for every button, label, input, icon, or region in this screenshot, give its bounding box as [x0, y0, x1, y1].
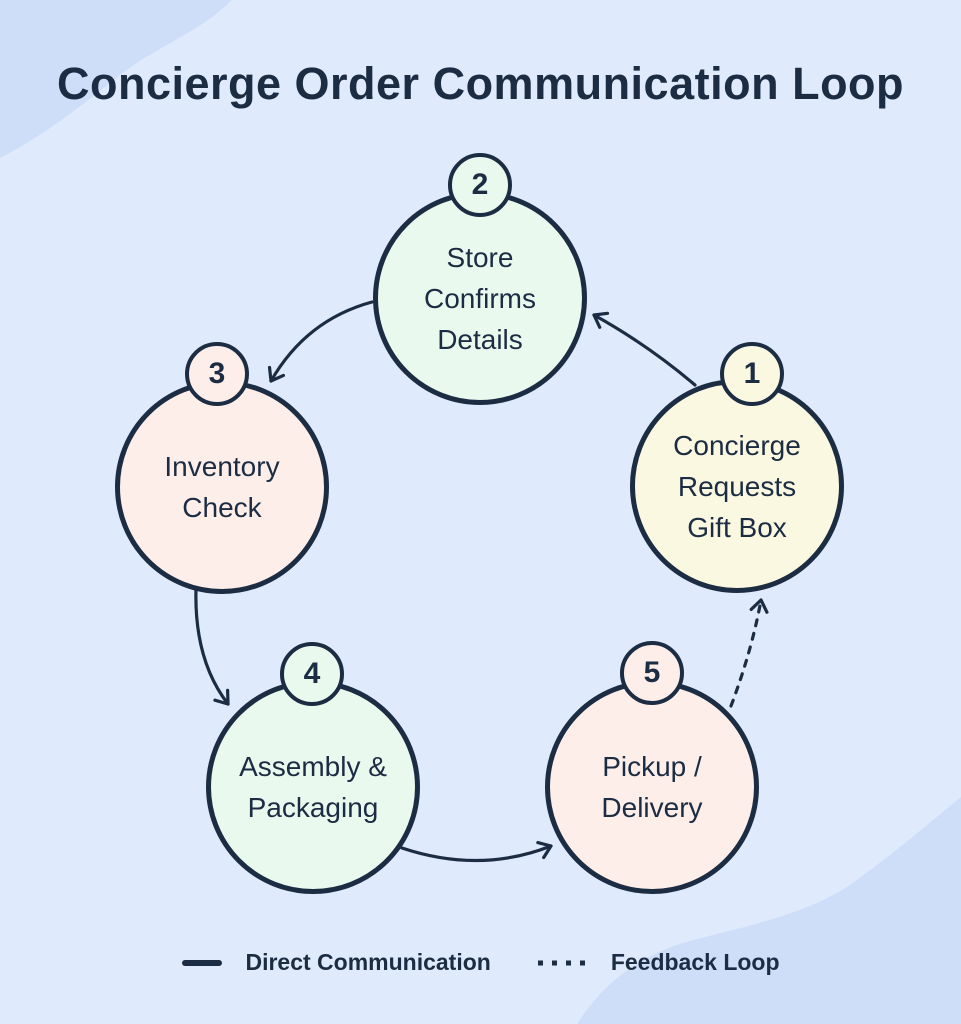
step-badge-5: 5	[620, 641, 684, 705]
connector-1-to-2	[592, 311, 697, 387]
step-badge-2: 2	[448, 153, 512, 217]
step-badge-1: 1	[720, 342, 784, 406]
legend-label: Direct Communication	[245, 949, 491, 975]
node-label: Assembly & Packaging	[239, 751, 387, 823]
corner-blob-top-left	[0, 0, 232, 158]
step-badge-3: 3	[185, 342, 249, 406]
step-badge-4: 4	[280, 642, 344, 706]
node-pickup-delivery: Pickup / Delivery	[545, 680, 759, 894]
node-label: Concierge Requests Gift Box	[673, 429, 801, 543]
connector-3-to-4	[194, 587, 230, 706]
legend-label: Feedback Loop	[610, 949, 780, 975]
solid-line-icon	[182, 959, 223, 966]
legend-item-direct-communication: Direct Communication	[181, 949, 491, 976]
node-inventory-check: Inventory Check	[115, 380, 329, 594]
dashed-line-icon	[537, 960, 589, 965]
node-label: Inventory Check	[164, 451, 280, 523]
connector-5-to-1-feedback	[729, 598, 769, 708]
node-concierge-requests-gift-box: Concierge Requests Gift Box	[630, 379, 844, 593]
node-assembly-packaging: Assembly & Packaging	[206, 680, 420, 894]
node-store-confirms-details: Store Confirms Details	[373, 191, 587, 405]
legend: Direct Communication Feedback Loop	[0, 949, 961, 976]
connector-4-to-5	[400, 840, 553, 863]
node-label: Pickup / Delivery	[601, 751, 703, 823]
legend-item-feedback-loop: Feedback Loop	[537, 949, 780, 976]
corner-blob-bottom-right	[577, 797, 961, 1024]
node-label: Store Confirms Details	[423, 241, 536, 355]
connector-2-to-3	[267, 300, 374, 383]
diagram-title: Concierge Order Communication Loop	[56, 58, 905, 109]
